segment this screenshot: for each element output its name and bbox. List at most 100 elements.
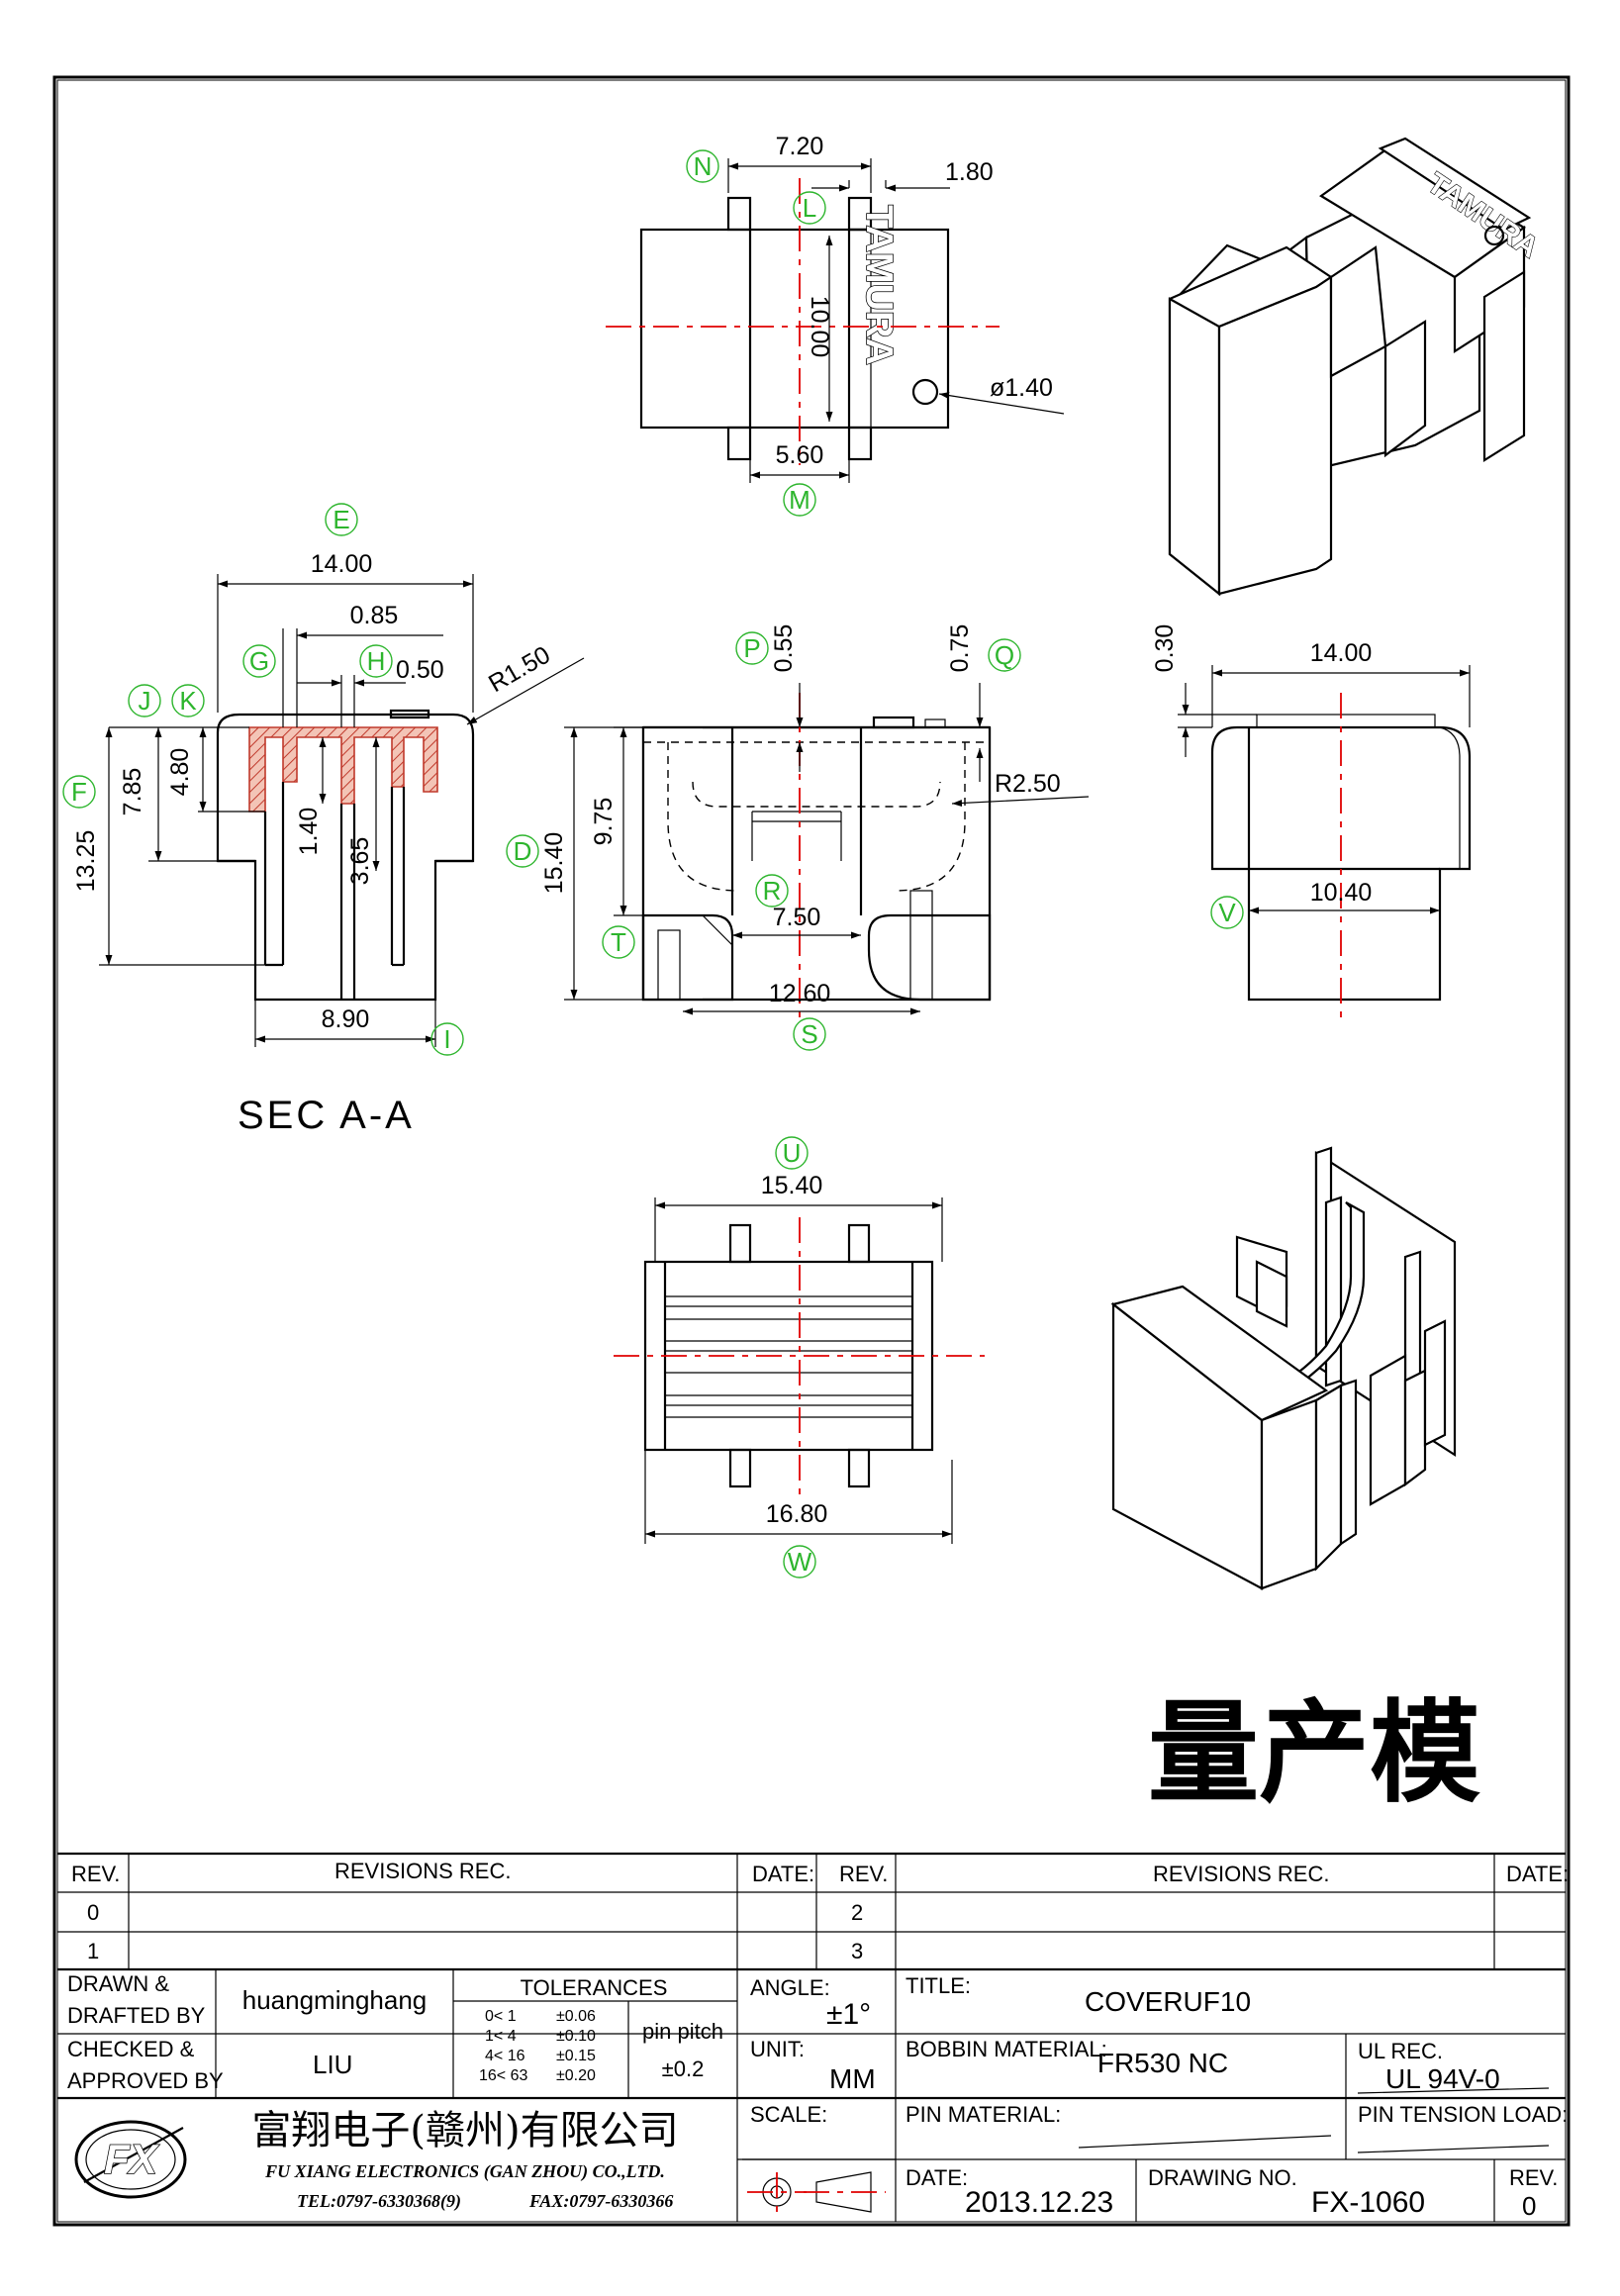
tol-range-1: 1< 4 — [485, 2028, 517, 2045]
title-block: REV. REVISIONS REC. DATE: REV. REVISIONS… — [57, 1852, 1569, 2222]
iso-view-underside — [1110, 1146, 1457, 1590]
dim-15-40-front: 15.40 — [540, 832, 568, 895]
rev-header-left: REV. — [71, 1862, 120, 1886]
drawing-no-value: FX-1060 — [1311, 2186, 1425, 2219]
company-tel: TEL:0797-6330368(9) — [297, 2191, 461, 2212]
angle-label: ANGLE: — [750, 1975, 830, 2000]
dim-7-50: 7.50 — [773, 904, 821, 931]
drawn-label-1: DRAWN & — [67, 1971, 169, 1996]
tolerances-header: TOLERANCES — [521, 1975, 668, 2000]
unit-value: MM — [829, 2063, 876, 2094]
title-value: COVERUF10 — [1085, 1986, 1251, 2017]
date-header-right: DATE: — [1506, 1862, 1569, 1886]
dim-0-50: 0.50 — [396, 656, 444, 684]
pin1-hole — [911, 378, 939, 406]
company-name-en: FU XIANG ELECTRONICS (GAN ZHOU) CO.,LTD. — [264, 2161, 665, 2182]
scale-label: SCALE: — [750, 2102, 827, 2127]
label-i: I — [443, 1024, 450, 1054]
date-header-left: DATE: — [752, 1862, 814, 1886]
checked-label-1: CHECKED & — [67, 2037, 195, 2061]
tamura-mark-top: TAMURA — [858, 205, 900, 365]
dim-0-85: 0.85 — [350, 602, 399, 629]
revisions-header-left: REVISIONS REC. — [334, 1859, 511, 1883]
dim-16-80: 16.80 — [766, 1500, 828, 1528]
rev-header-right: REV. — [839, 1862, 888, 1886]
bottom-view: 15.40 U 16.80 W — [614, 1136, 985, 1578]
dim-9-75: 9.75 — [590, 798, 618, 846]
iso-view-cover: TAMURA — [1168, 137, 1545, 597]
angle-value: ±1° — [826, 1998, 871, 2031]
dim-1-40: 1.40 — [295, 808, 323, 856]
tol-range-2: 4< 16 — [485, 2048, 525, 2064]
label-h: H — [367, 646, 386, 676]
bobbin-label: BOBBIN MATERIAL: — [905, 2037, 1107, 2061]
ul-label: UL REC. — [1358, 2039, 1443, 2063]
dim-13-25: 13.25 — [72, 830, 100, 893]
dim-14-00-side: 14.00 — [1310, 639, 1373, 667]
rev-row-3: 3 — [851, 1939, 863, 1963]
label-n: N — [694, 151, 713, 181]
date-label: DATE: — [905, 2165, 968, 2190]
dim-3-65: 3.65 — [346, 837, 374, 886]
label-d: D — [514, 836, 532, 866]
label-k: K — [179, 686, 197, 716]
pin-pitch-label: pin pitch — [642, 2019, 723, 2044]
dim-0-30: 0.30 — [1151, 624, 1179, 673]
tol-range-3: 16< 63 — [479, 2067, 527, 2084]
revisions-header-right: REVISIONS REC. — [1153, 1862, 1329, 1886]
dim-15-40-bottom: 15.40 — [761, 1172, 823, 1199]
logo-text: FX — [104, 2136, 160, 2182]
dim-4-80: 4.80 — [166, 748, 194, 797]
dim-10-00: 10.00 — [806, 296, 833, 358]
drawn-by: huangminghang — [242, 1985, 428, 2015]
date-value: 2013.12.23 — [965, 2186, 1113, 2219]
dim-14-00-sec: 14.00 — [311, 550, 373, 578]
dim-1-80: 1.80 — [945, 158, 994, 186]
company-logo: FX — [74, 2120, 187, 2199]
dim-12-60: 12.60 — [769, 980, 831, 1007]
label-l: L — [803, 193, 816, 223]
dim-10-40: 10.40 — [1310, 879, 1373, 907]
dim-r1-50: R1.50 — [484, 641, 555, 699]
checked-by: LIU — [313, 2050, 352, 2079]
dim-0-55: 0.55 — [770, 624, 798, 673]
rev-label: REV. — [1509, 2165, 1558, 2190]
tol-value-3: ±0.20 — [556, 2067, 596, 2084]
section-hatch — [248, 726, 438, 813]
production-stamp: 量产模 — [1148, 1688, 1480, 1818]
company-fax: FAX:0797-6330366 — [528, 2191, 673, 2211]
pin-pitch-value: ±0.2 — [662, 2057, 705, 2081]
rev-row-0: 0 — [87, 1900, 99, 1925]
label-f: F — [71, 777, 87, 807]
title-label: TITLE: — [905, 1973, 971, 1998]
inner-border — [56, 79, 1567, 2223]
label-w: W — [788, 1547, 812, 1577]
label-t: T — [611, 927, 626, 957]
tol-value-2: ±0.15 — [556, 2048, 596, 2064]
tol-value-0: ±0.06 — [556, 2008, 596, 2025]
outer-border — [52, 75, 1571, 2227]
top-view: TAMURA 7.20 N 1.80 L 10.00 ø1.40 5.60 M — [606, 133, 1065, 517]
drawn-label-2: DRAFTED BY — [67, 2003, 206, 2028]
section-label: SEC A-A — [238, 1094, 415, 1137]
company-name-cn: 富翔电子(赣州)有限公司 — [251, 2108, 678, 2153]
dim-0-75: 0.75 — [946, 624, 974, 673]
dim-8-90: 8.90 — [322, 1005, 370, 1033]
dim-5-60: 5.60 — [776, 441, 824, 469]
label-q: Q — [995, 640, 1014, 670]
label-m: M — [789, 485, 810, 515]
pin-material-label: PIN MATERIAL: — [905, 2102, 1061, 2127]
tol-range-0: 0< 1 — [485, 2008, 517, 2025]
label-v: V — [1218, 898, 1236, 927]
dim-7-20: 7.20 — [776, 133, 824, 160]
drawing-no-label: DRAWING NO. — [1148, 2165, 1297, 2190]
dim-7-85: 7.85 — [119, 768, 146, 816]
rev-row-1: 1 — [87, 1939, 99, 1963]
rev-row-2: 2 — [851, 1900, 863, 1925]
label-s: S — [801, 1019, 817, 1049]
ul-value: UL 94V-0 — [1385, 2063, 1500, 2094]
tol-value-1: ±0.10 — [556, 2028, 596, 2045]
front-view: 0.55 P 0.75 Q R2.50 9.75 15.40 D 7.50 R … — [506, 624, 1090, 1051]
label-j: J — [139, 686, 151, 716]
